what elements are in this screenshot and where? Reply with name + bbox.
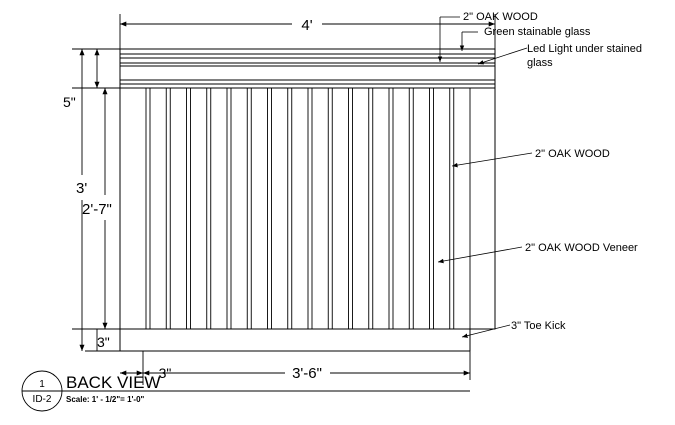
vertical-slats	[145, 88, 471, 329]
callout-leaders	[437, 16, 533, 338]
led-callout-line2: glass	[527, 57, 553, 69]
bottom-dimensions	[120, 351, 471, 385]
led-callout-line1: Led Light under stained	[527, 43, 642, 55]
green-glass-callout: Green stainable glass	[484, 26, 591, 38]
overall-height-label: 3'	[76, 180, 87, 197]
overall-width-label: 4'	[301, 17, 312, 34]
panel-height-label: 2'-7"	[82, 201, 112, 218]
left-dimensions	[72, 48, 120, 352]
mid-oak-callout: 2" OAK WOOD	[535, 148, 610, 160]
veneer-callout: 2" OAK WOOD Veneer	[525, 242, 638, 254]
toe-kick	[119, 329, 471, 352]
sheet-reference: ID-2	[33, 394, 52, 405]
panel-width-label: 3'-6"	[292, 365, 322, 382]
toe-kick-height-label: 3"	[97, 334, 110, 350]
top-oak-callout: 2" OAK WOOD	[463, 11, 538, 23]
view-number: 1	[39, 379, 45, 390]
view-title: BACK VIEW	[66, 373, 160, 392]
top-band-height-label: 5"	[63, 94, 76, 110]
width-dimension	[119, 14, 496, 50]
scale-note: Scale: 1' - 1/2"= 1'-0"	[66, 395, 145, 404]
cabinet-outline	[119, 48, 496, 330]
toe-kick-callout: 3" Toe Kick	[511, 320, 566, 332]
top-band-lines	[120, 53, 495, 89]
title-block	[21, 370, 470, 412]
toe-kick-setback-label: 3"	[159, 365, 172, 381]
